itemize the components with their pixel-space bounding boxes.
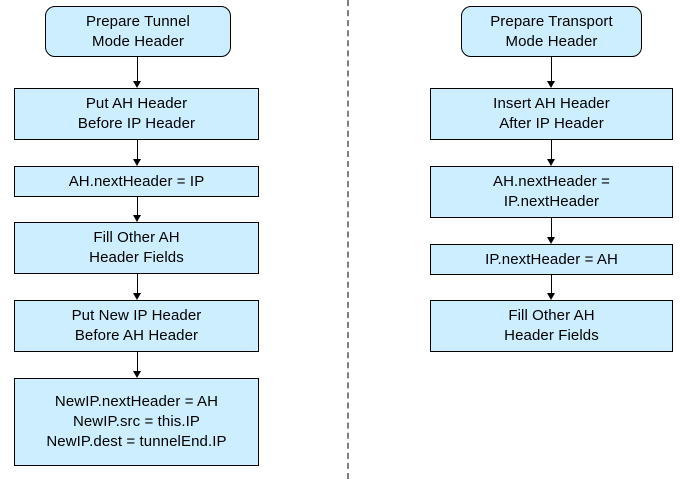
node-prepare-transport-mode-header[interactable]: Prepare Transport Mode Header: [461, 6, 642, 57]
node-put-ah-header-before-ip-header[interactable]: Put AH Header Before IP Header: [14, 88, 259, 140]
arrowhead-l1-to-l2-icon: [133, 81, 141, 88]
edge-l3-to-l4: [137, 197, 138, 215]
edge-r2-to-r3: [551, 140, 552, 159]
arrowhead-r3-to-r4-icon: [547, 237, 555, 244]
node-ah-nextheader-equals-ip-nextheader[interactable]: AH.nextHeader = IP.nextHeader: [430, 166, 673, 218]
node-ip-nextheader-equals-ah[interactable]: IP.nextHeader = AH: [430, 244, 673, 275]
arrowhead-l4-to-l5-icon: [133, 293, 141, 300]
node-put-new-ip-header-before-ah-header[interactable]: Put New IP Header Before AH Header: [14, 300, 259, 352]
edge-r3-to-r4: [551, 218, 552, 237]
edge-l5-to-l6: [137, 352, 138, 371]
edge-l2-to-l3: [137, 140, 138, 159]
arrowhead-r2-to-r3-icon: [547, 159, 555, 166]
node-prepare-tunnel-mode-header[interactable]: Prepare Tunnel Mode Header: [45, 6, 231, 57]
node-fill-other-ah-header-fields-right[interactable]: Fill Other AH Header Fields: [430, 300, 673, 352]
node-insert-ah-header-after-ip-header[interactable]: Insert AH Header After IP Header: [430, 88, 673, 140]
arrowhead-r4-to-r5-icon: [547, 293, 555, 300]
edge-r1-to-r2: [551, 57, 552, 81]
edge-l4-to-l5: [137, 274, 138, 293]
node-ah-nextheader-equals-ip[interactable]: AH.nextHeader = IP: [14, 166, 259, 197]
arrowhead-r1-to-r2-icon: [547, 81, 555, 88]
column-divider-dashed-line: [347, 0, 349, 479]
arrowhead-l2-to-l3-icon: [133, 159, 141, 166]
arrowhead-l3-to-l4-icon: [133, 215, 141, 222]
edge-l1-to-l2: [137, 57, 138, 81]
edge-r4-to-r5: [551, 275, 552, 293]
arrowhead-l5-to-l6-icon: [133, 371, 141, 378]
node-newip-assignments[interactable]: NewIP.nextHeader = AH NewIP.src = this.I…: [14, 378, 259, 466]
node-fill-other-ah-header-fields-left[interactable]: Fill Other AH Header Fields: [14, 222, 259, 274]
